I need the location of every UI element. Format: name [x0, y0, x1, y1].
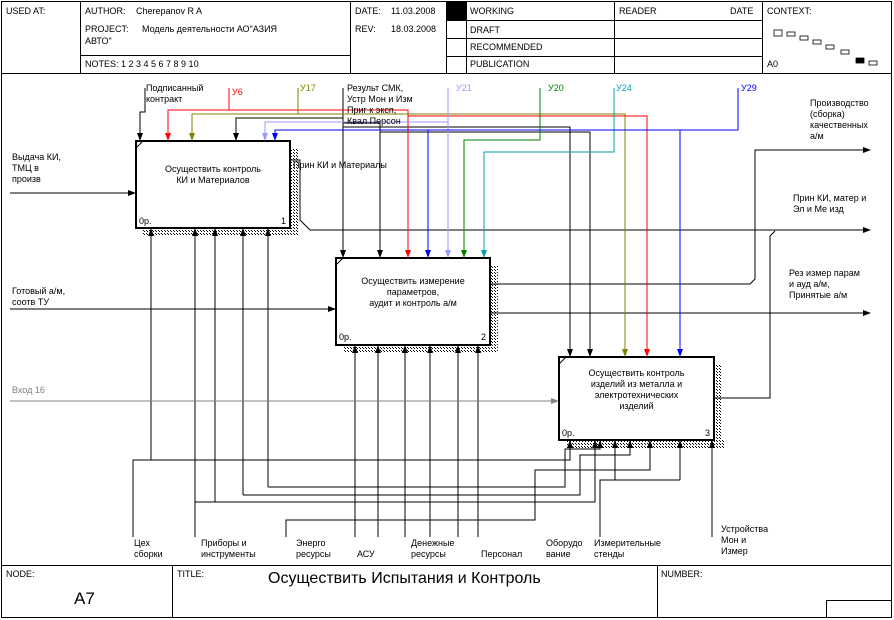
box-shadows	[143, 149, 724, 448]
node-value: A7	[74, 589, 95, 608]
control-label-u20: У20	[548, 83, 564, 93]
status-recommended: RECOMMENDED	[470, 42, 543, 52]
arrows-colored	[165, 88, 739, 357]
project-label: PROJECT:	[85, 24, 129, 34]
input-label-3: Вход 16	[12, 385, 45, 395]
activity-box-1-number: 1	[281, 216, 287, 226]
control-label-u21: У21	[456, 83, 472, 93]
activity-box-2	[335, 257, 491, 346]
internal-arrow-label: Прин КИ и Материалы	[293, 160, 387, 170]
reader-date-label: DATE	[730, 6, 754, 16]
node-label: NODE:	[6, 569, 35, 579]
activity-box-2-cost: 0р.	[339, 332, 352, 342]
notes: NOTES: 1 2 3 4 5 6 7 8 9 10	[85, 59, 199, 69]
project-value-line1: Модель деятельности АО"АЗИЯ	[142, 24, 278, 34]
number-label: NUMBER:	[661, 569, 703, 579]
working-status-marker	[447, 2, 466, 20]
status-draft: DRAFT	[470, 25, 500, 35]
status-working: WORKING	[470, 6, 514, 16]
author-value: Cherepanov R A	[136, 6, 203, 16]
reader-label: READER	[619, 6, 657, 16]
used-at-label: USED AT:	[6, 6, 46, 16]
context-node: A0	[767, 59, 779, 69]
activity-box-3-number: 3	[705, 428, 711, 438]
input-label-2: Готовый а/м,соотв ТУ	[12, 286, 66, 307]
mechanism-label-asu: АСУ	[357, 549, 375, 559]
activity-box-2-number: 2	[481, 332, 487, 342]
control-label-u6: У6	[232, 87, 243, 97]
author-label: AUTHOR:	[85, 6, 126, 16]
activity-box-1-cost: 0р.	[139, 216, 152, 226]
mechanism-label-personnel: Персонал	[481, 549, 523, 559]
rev-label: REV:	[355, 24, 376, 34]
date-value: 11.03.2008	[391, 6, 436, 16]
control-label-u24: У24	[616, 83, 632, 93]
status-publication: PUBLICATION	[470, 59, 530, 69]
title-label: TITLE:	[177, 569, 205, 579]
control-label-u17: У17	[300, 83, 316, 93]
project-value-line2: АВТО"	[85, 36, 112, 46]
rev-value: 18.03.2008	[391, 24, 437, 34]
context-label: CONTEXT:	[767, 6, 812, 16]
activity-box-3-cost: 0р.	[562, 428, 575, 438]
diagram-title: Осуществить Испытания и Контроль	[268, 570, 541, 587]
context-thumbnail	[773, 29, 878, 66]
control-label-u29: У29	[741, 83, 757, 93]
date-label: DATE:	[355, 6, 381, 16]
